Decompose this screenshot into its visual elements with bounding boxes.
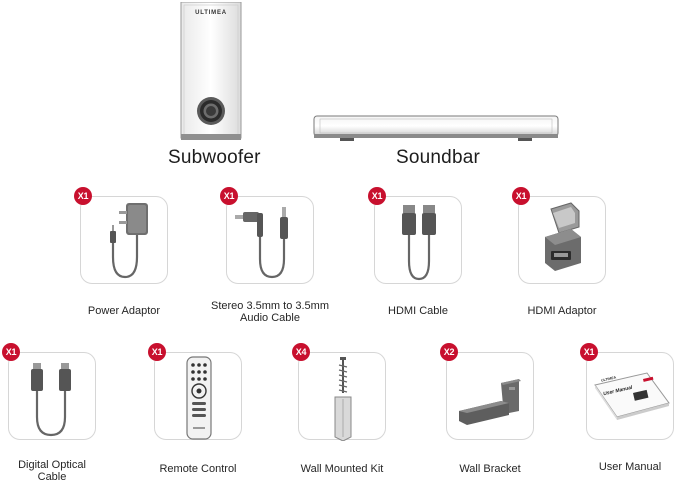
hdmi-cable-qty-badge: X1 [368,187,386,205]
wall-bracket-label: Wall Bracket [459,463,521,475]
hdmi-adaptor-qty-badge: X1 [512,187,530,205]
subwoofer-brand: ULTIMEA [195,10,227,16]
remote-control-qty-badge: X1 [148,343,166,361]
remote-control-icon [186,356,212,440]
power-adaptor-qty-badge: X1 [74,187,92,205]
user-manual-card: ULTIMEA User Manual [586,352,674,440]
subwoofer-image: ULTIMEA [180,1,242,142]
wall-mounted-kit-label: Wall Mounted Kit [300,463,384,475]
wall-bracket-qty-badge: X2 [440,343,458,361]
hdmi-adaptor-card [518,196,606,284]
wall-mounted-kit-icon [334,357,352,441]
remote-control-label: Remote Control [159,463,237,475]
wall-bracket-card [446,352,534,440]
hdmi-adaptor-icon [545,202,581,271]
soundbar-label: Soundbar [396,147,481,168]
wall-mounted-kit-card [298,352,386,441]
audio-cable-qty-badge: X1 [220,187,238,205]
wall-bracket-icon [459,379,521,425]
user-manual-qty-badge: X1 [580,343,598,361]
soundbar-image [312,112,560,148]
optical-cable-qty-badge: X1 [2,343,20,361]
hdmi-cable-card [374,196,462,284]
power-adaptor-label: Power Adaptor [87,305,161,317]
remote-control-card [154,352,242,440]
power-adaptor-icon [110,203,148,279]
optical-cable-icon [31,363,71,437]
audio-cable-label: Stereo 3.5mm to 3.5mm Audio Cable [211,300,329,324]
optical-cable-card [8,352,96,440]
user-manual-icon [594,372,670,420]
power-adaptor-card [80,196,168,284]
subwoofer-label: Subwoofer [168,147,261,168]
user-manual-label: User Manual [598,461,662,473]
audio-cable-icon [235,207,288,279]
hdmi-cable-label: HDMI Cable [388,305,448,317]
optical-cable-label: Digital Optical Cable [18,459,86,483]
hdmi-cable-icon [402,205,436,281]
audio-cable-card [226,196,314,284]
hdmi-adaptor-label: HDMI Adaptor [527,305,597,317]
wall-mounted-kit-qty-badge: X4 [292,343,310,361]
